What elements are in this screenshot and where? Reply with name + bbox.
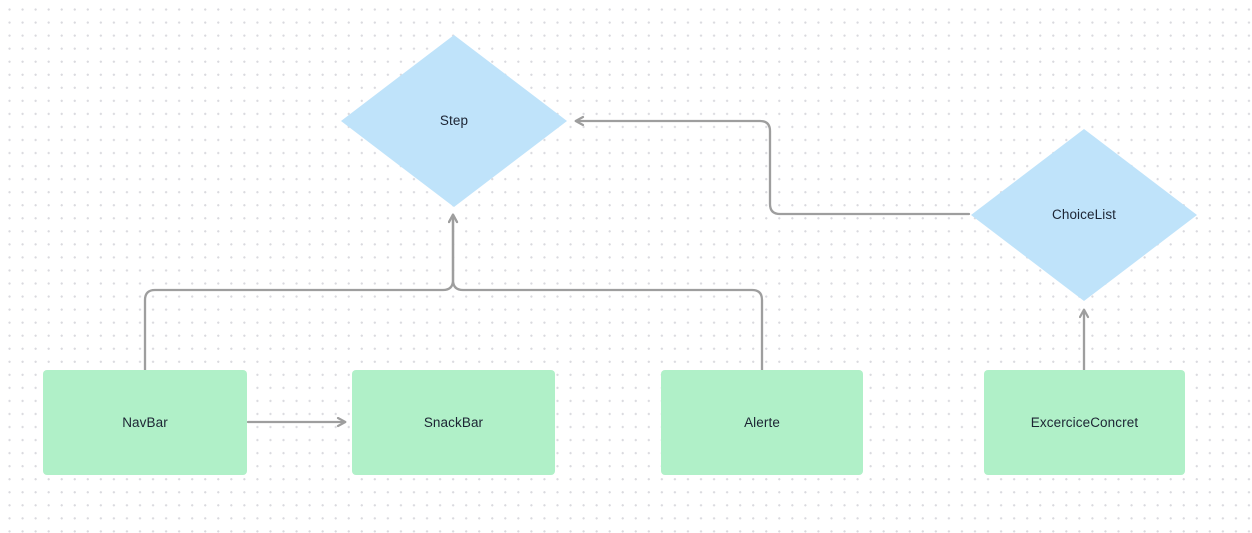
node-navbar[interactable]: NavBar <box>43 370 247 475</box>
node-navbar-label: NavBar <box>122 414 168 430</box>
node-step-label: Step <box>439 113 469 129</box>
node-choicelist-label: ChoiceList <box>1051 207 1117 223</box>
node-choicelist[interactable]: ChoiceList <box>970 128 1198 302</box>
node-alerte-label: Alerte <box>744 414 780 430</box>
node-excerciceconcret-label: ExcerciceConcret <box>1030 414 1139 430</box>
node-excerciceconcret[interactable]: ExcerciceConcret <box>984 370 1185 475</box>
step-diamond-shape <box>341 35 567 207</box>
node-alerte[interactable]: Alerte <box>661 370 863 475</box>
edge-alerte-to-step <box>453 215 764 372</box>
edge-navbar-to-step <box>143 215 453 372</box>
node-snackbar-label: SnackBar <box>423 414 484 430</box>
node-step[interactable]: Step <box>340 34 568 208</box>
node-snackbar[interactable]: SnackBar <box>352 370 555 475</box>
edge-choicelist-to-step <box>576 121 971 216</box>
choicelist-diamond-shape <box>971 129 1197 301</box>
